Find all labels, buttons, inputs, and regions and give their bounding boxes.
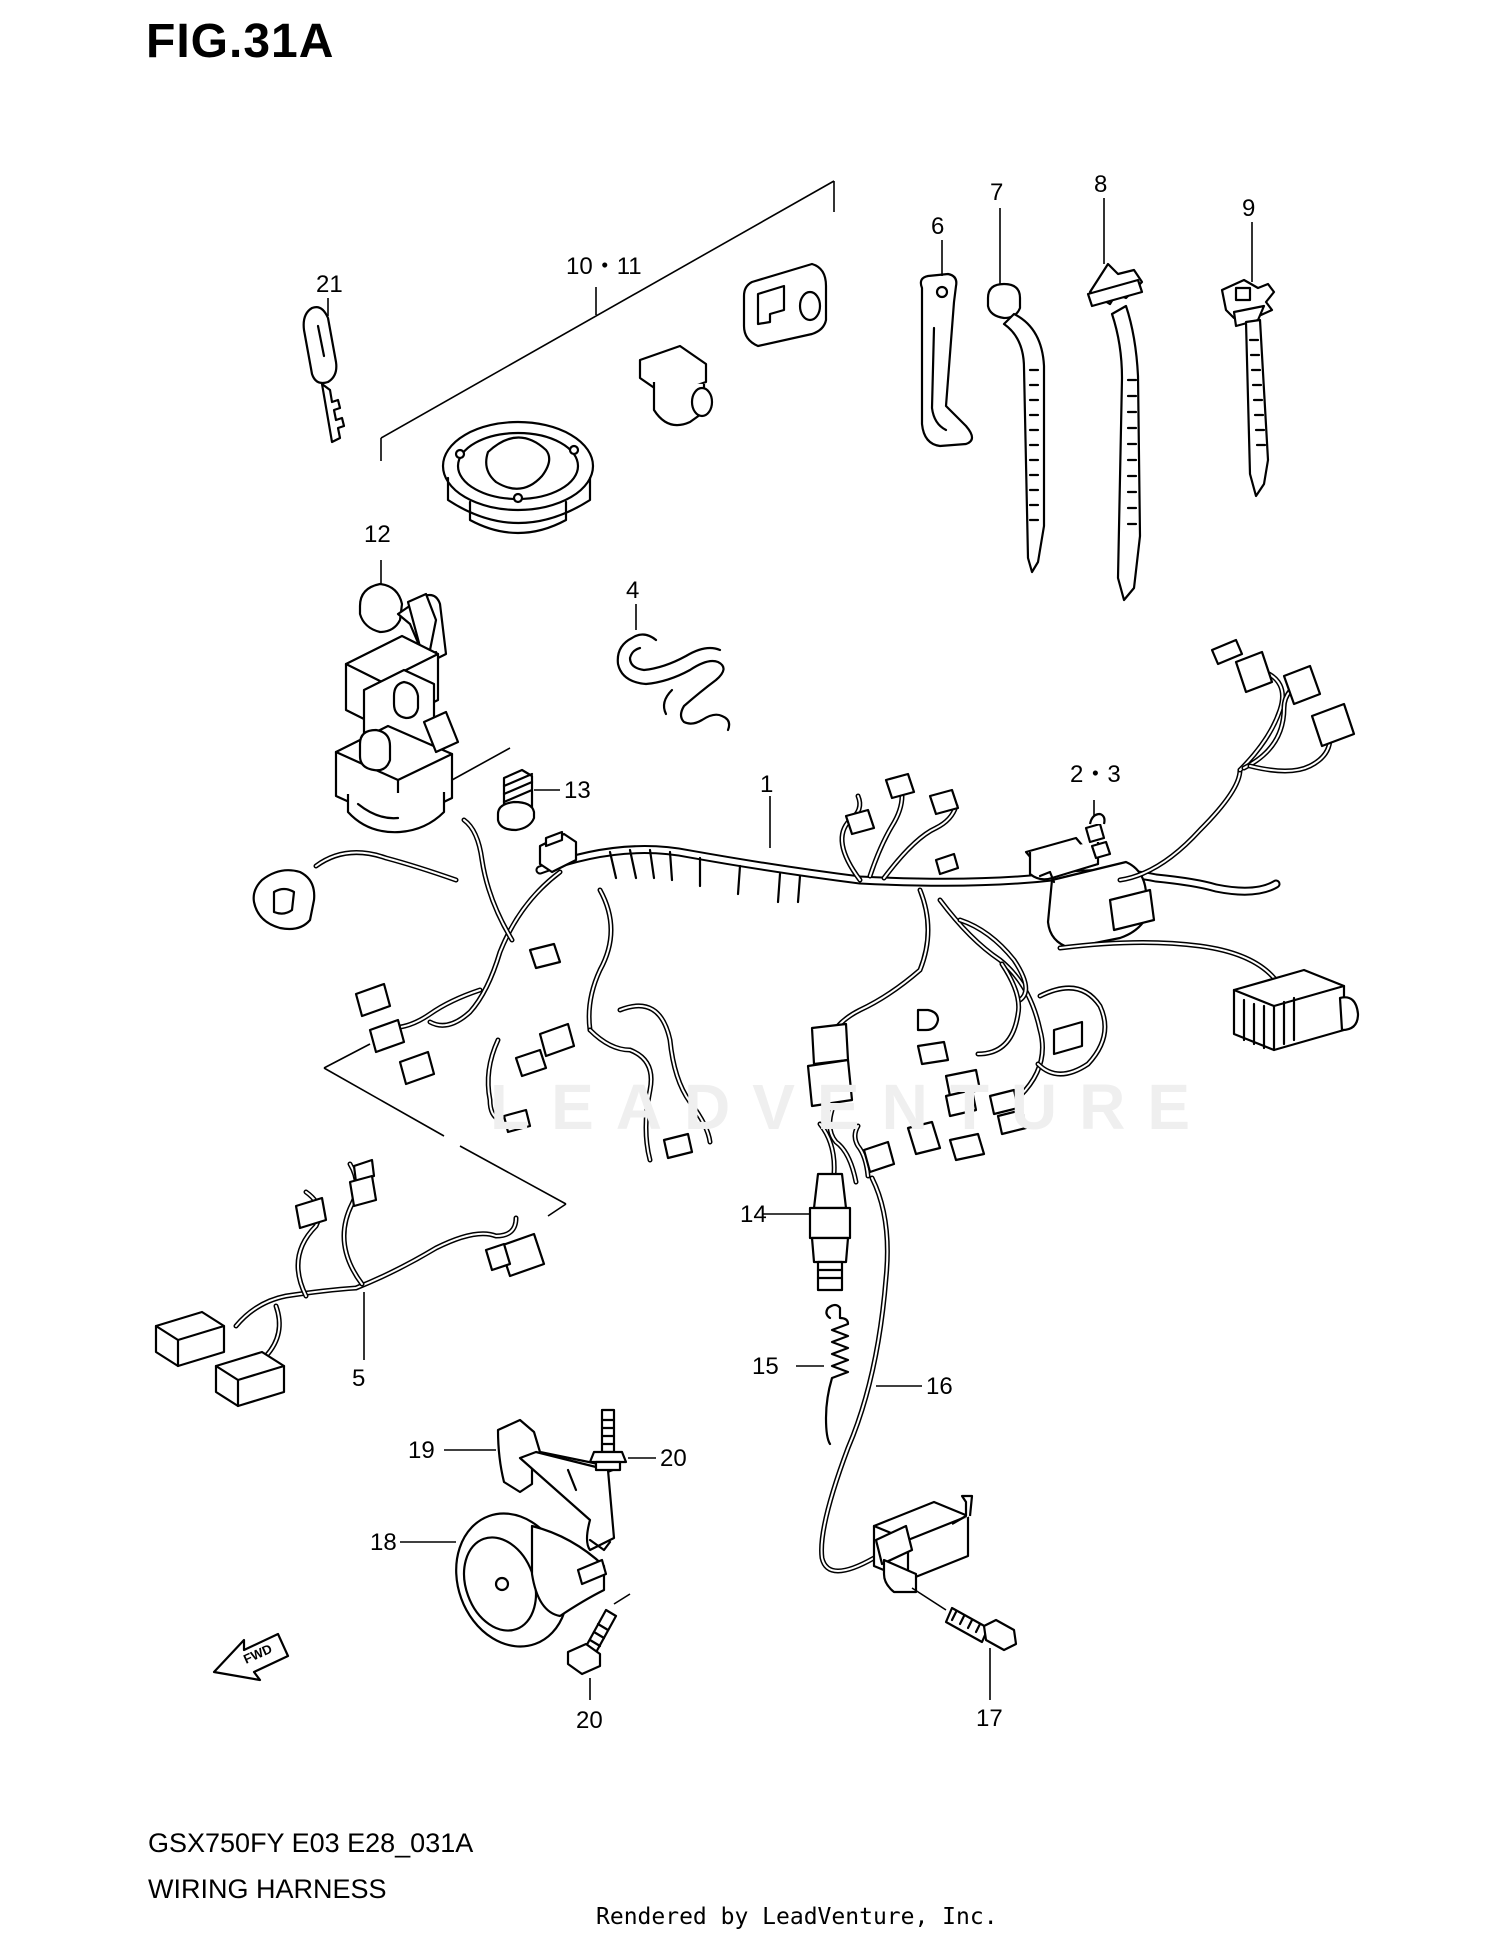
callout-20-upper: 20: [660, 1445, 687, 1472]
callout-13: 13: [564, 777, 591, 804]
callout-1: 1: [760, 771, 773, 798]
render-credit: Rendered by LeadVenture, Inc.: [596, 1904, 998, 1930]
part-12-ignition-switch[interactable]: [334, 560, 511, 834]
part-20-bolt-lower[interactable]: [566, 1593, 631, 1700]
part-13-screw[interactable]: [496, 768, 560, 832]
part-19-horn-bracket[interactable]: [444, 1418, 620, 1552]
part-1-main-wiring-harness[interactable]: [252, 638, 1360, 1185]
callout-5: 5: [352, 1365, 365, 1392]
callout-8: 8: [1094, 171, 1107, 198]
part-7-cable-tie[interactable]: [986, 208, 1046, 574]
callout-7: 7: [990, 179, 1003, 206]
callout-6: 6: [931, 213, 944, 240]
fwd-arrow: [212, 1632, 290, 1682]
callout-19: 19: [408, 1437, 435, 1464]
part-18-horn[interactable]: [400, 1498, 608, 1663]
watermark-text: LEADVENTURE: [490, 1071, 1213, 1143]
callout-10-11: 10・11: [566, 253, 642, 280]
callout-18: 18: [370, 1529, 397, 1556]
callout-2-3: 2・3: [1070, 761, 1121, 788]
part-10-11-seat-lock[interactable]: [742, 262, 828, 348]
part-21-key[interactable]: [302, 298, 346, 444]
callout-16: 16: [926, 1373, 953, 1400]
part-15-spring[interactable]: [796, 1303, 850, 1446]
part-14-sensor[interactable]: [762, 1121, 852, 1292]
section-name: WIRING HARNESS: [148, 1874, 387, 1904]
callout-14: 14: [740, 1201, 767, 1228]
callout-4: 4: [626, 577, 639, 604]
part-10-11-lock[interactable]: [638, 344, 714, 427]
figure-title: FIG.31A: [146, 15, 335, 68]
callout-15: 15: [752, 1353, 779, 1380]
part-16-wire-lead[interactable]: [819, 1123, 974, 1594]
callout-17: 17: [976, 1705, 1003, 1732]
model-code: GSX750FY E03 E28_031A: [148, 1828, 474, 1858]
part-4-spring-clip[interactable]: [616, 604, 731, 732]
part-10-11-fuel-cap[interactable]: [441, 420, 595, 534]
part-6-clamp[interactable]: [919, 240, 974, 448]
part-5-sub-harness[interactable]: [154, 1043, 567, 1408]
callout-12: 12: [364, 521, 391, 548]
part-20-bolt-upper[interactable]: [588, 1408, 656, 1472]
part-9-cable-tie-mount[interactable]: [1220, 222, 1276, 498]
group-bracket-10-11: [380, 180, 835, 461]
part-8-cable-tie-clip[interactable]: [1086, 198, 1144, 602]
callout-21: 21: [316, 271, 343, 298]
part-17-bolt[interactable]: [911, 1587, 1018, 1700]
callout-9: 9: [1242, 195, 1255, 222]
callout-20-lower: 20: [576, 1707, 603, 1734]
